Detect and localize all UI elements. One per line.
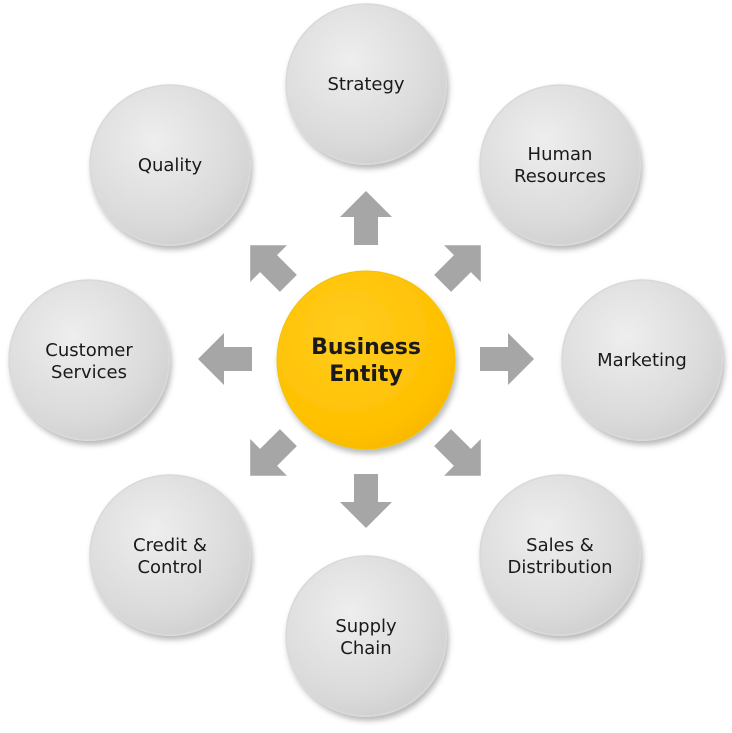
node-quality: Quality (89, 84, 251, 246)
node-customer-services-label-line1: Customer (45, 340, 133, 361)
arrow-up-left (231, 226, 307, 302)
node-human-resources-label-line2: Resources (514, 166, 606, 187)
arrow-up-right (424, 226, 500, 302)
arrow-down (340, 474, 392, 528)
node-quality-circle (89, 84, 251, 246)
node-credit-control-circle (89, 474, 251, 636)
node-marketing: Marketing (561, 279, 723, 441)
arrow-down-left (231, 419, 307, 495)
node-supply-chain-circle (285, 555, 447, 717)
center-node-label-line1: Business (311, 335, 421, 360)
node-credit-control-label-line2: Control (137, 557, 202, 578)
node-human-resources-label-line1: Human (528, 144, 593, 165)
node-strategy: Strategy (285, 3, 447, 165)
node-supply-chain-label-line1: Supply (335, 616, 397, 637)
center-node-label-line2: Entity (329, 362, 403, 387)
center-node-circle (276, 270, 456, 450)
node-sales-distribution-label-line1: Sales & (526, 535, 594, 556)
node-marketing-circle (561, 279, 723, 441)
node-human-resources-circle (479, 84, 641, 246)
node-sales-distribution-label-line2: Distribution (507, 557, 612, 578)
node-customer-services-label-line2: Services (51, 362, 127, 383)
node-credit-control: Credit & Control (89, 474, 251, 636)
node-human-resources: Human Resources (479, 84, 641, 246)
node-quality-label: Quality (138, 155, 203, 176)
node-customer-services-circle (8, 279, 170, 441)
arrow-up (340, 191, 392, 245)
node-marketing-label: Marketing (597, 350, 687, 371)
node-strategy-circle (285, 3, 447, 165)
arrow-down-right (424, 419, 500, 495)
center-node: Business Entity (276, 270, 456, 450)
node-strategy-label: Strategy (327, 74, 404, 95)
node-sales-distribution: Sales & Distribution (479, 474, 641, 636)
node-supply-chain: Supply Chain (285, 555, 447, 717)
arrow-left (198, 333, 252, 385)
node-supply-chain-label-line2: Chain (340, 638, 391, 659)
node-credit-control-label-line1: Credit & (133, 535, 207, 556)
node-customer-services: Customer Services (8, 279, 170, 441)
node-sales-distribution-circle (479, 474, 641, 636)
arrow-right (480, 333, 534, 385)
